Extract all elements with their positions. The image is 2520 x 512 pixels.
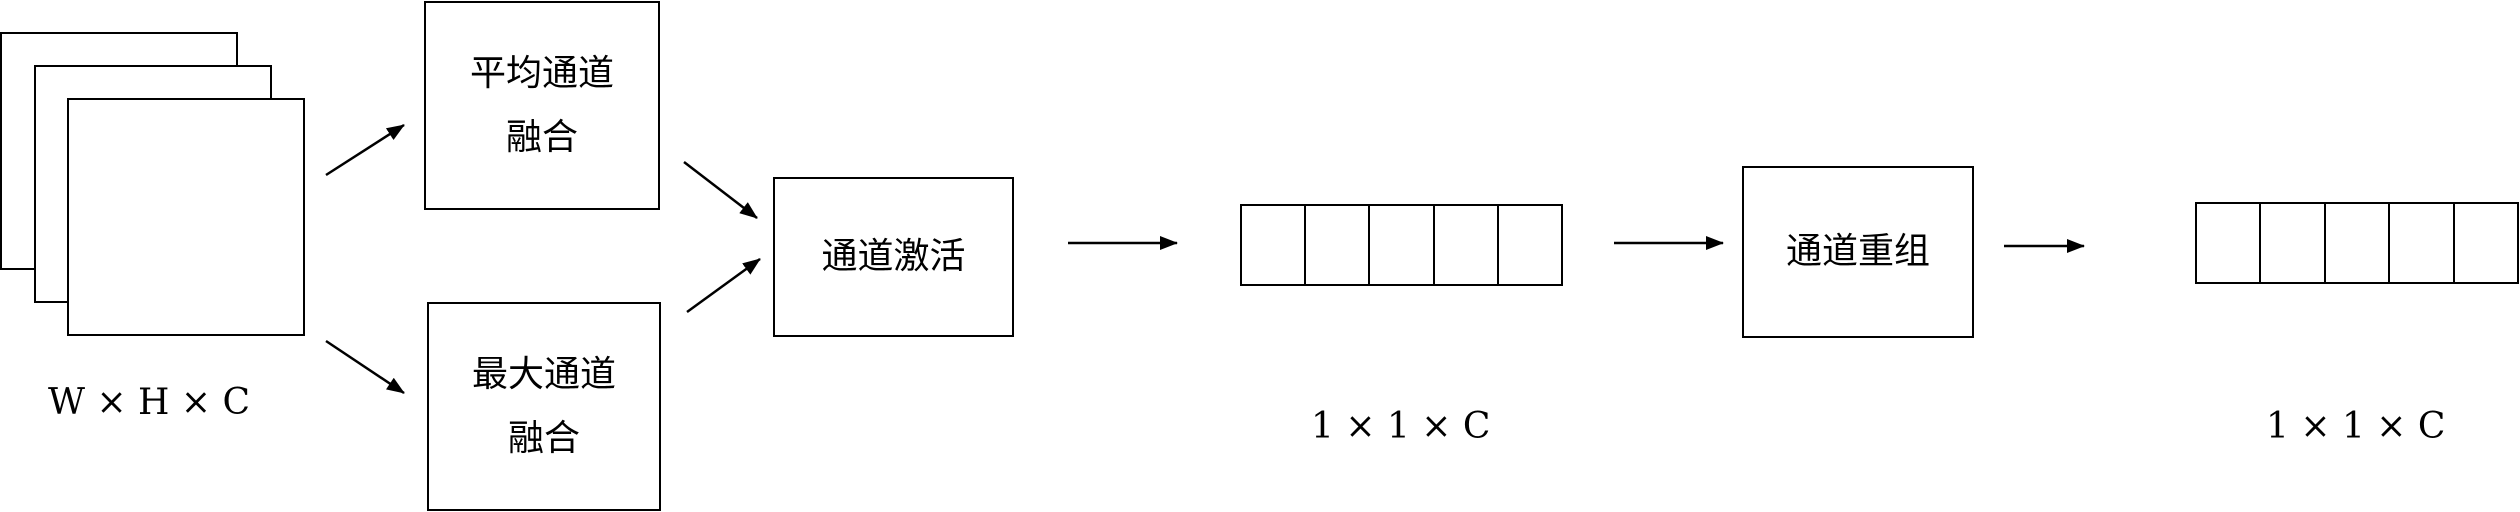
vector-cell xyxy=(1242,206,1307,284)
input-dimension-label: W × H × C xyxy=(48,382,251,423)
channel-regroup-block: 通道重组 xyxy=(1742,166,1974,338)
vector-cell xyxy=(2197,204,2262,282)
channel-regroup-label: 通道重组 xyxy=(1785,231,1930,272)
arrow-input-to-avg xyxy=(325,123,405,177)
arrow-avg-to-activation xyxy=(683,161,758,219)
vector-cell xyxy=(1435,206,1499,284)
vector-dimension-label-1: 1 × 1 × C xyxy=(1311,406,1491,447)
vector-cell xyxy=(2326,204,2391,282)
channel-vector-activated xyxy=(1240,204,1563,286)
vector-dimension-label-2: 1 × 1 × C xyxy=(2266,406,2446,447)
vector-cell xyxy=(1370,206,1435,284)
feature-map-sheet-front xyxy=(67,98,305,336)
channel-vector-output xyxy=(2195,202,2519,284)
channel-activation-block: 通道激活 xyxy=(773,177,1014,337)
max-channel-fusion-block: 最大通道 融合 xyxy=(427,302,661,511)
avg-channel-fusion-label: 平均通道 融合 xyxy=(469,52,614,158)
avg-channel-fusion-block: 平均通道 融合 xyxy=(424,1,660,210)
vector-cell xyxy=(2455,204,2517,282)
arrow-max-to-activation xyxy=(686,257,761,314)
channel-activation-label: 通道激活 xyxy=(821,236,966,277)
max-channel-fusion-label: 最大通道 融合 xyxy=(471,353,616,459)
vector-cell xyxy=(2261,204,2326,282)
vector-cell xyxy=(1499,206,1561,284)
vector-cell xyxy=(1306,206,1371,284)
vector-cell xyxy=(2390,204,2455,282)
arrow-input-to-max xyxy=(325,339,405,395)
